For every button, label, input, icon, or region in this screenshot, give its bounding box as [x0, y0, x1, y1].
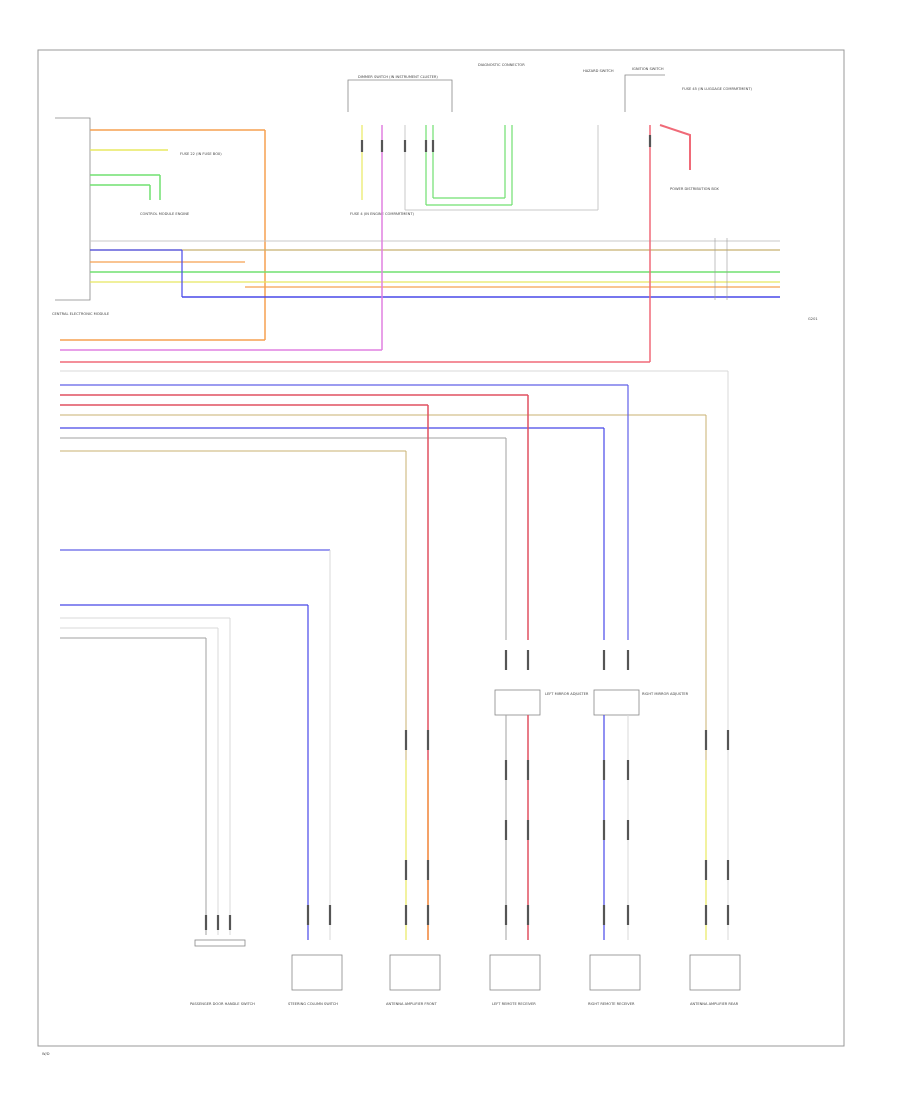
control-module-label: CONTROL MODULE ENGINE: [140, 212, 190, 216]
connector-markers: [204, 135, 730, 930]
receiver-right-label: RIGHT REMOTE RECEIVER: [588, 1002, 635, 1006]
diagram-frame: [37, 49, 845, 1047]
receiver-right-box: [589, 954, 641, 991]
receiver-left-box: [489, 954, 541, 991]
module-left-label: CENTRAL ELECTRONIC MODULE: [52, 312, 110, 316]
steering-switch-label: STEERING COLUMN SWITCH: [288, 1002, 338, 1006]
door-handle-label: PASSENGER DOOR HANDLE SWITCH: [190, 1002, 255, 1006]
receiver-left-label: LEFT REMOTE RECEIVER: [492, 1002, 536, 1006]
door-handle-box: [194, 939, 246, 947]
connector-top-label: DIAGNOSTIC CONNECTOR: [478, 63, 525, 67]
footer-code: W/D: [42, 1052, 50, 1056]
antenna-front-label: ANTENNA AMPLIFIER FRONT: [386, 1002, 437, 1006]
antenna-rear-label: ANTENNA AMPLIFIER REAR: [690, 1002, 739, 1006]
power-distribution-label: POWER DISTRIBUTION BOX: [670, 187, 719, 191]
right-receiver-mid-box: [593, 689, 640, 716]
ignition-switch-label: IGNITION SWITCH: [632, 67, 664, 71]
fuse-left-label: FUSE 22 (IN FUSE BOX): [180, 152, 222, 156]
ground-right-label: G201: [808, 317, 818, 321]
module-left-box: [55, 117, 91, 301]
antenna-rear-box: [689, 954, 741, 991]
top-bracket: [347, 79, 453, 112]
ignition-bracket: [624, 74, 665, 112]
fuse-right-label: FUSE 45 (IN LUGGAGE COMPARTMENT): [682, 87, 753, 91]
mirror-right-label: RIGHT MIRROR ADJUSTER: [642, 692, 689, 696]
mirror-left-label: LEFT MIRROR ADJUSTER: [545, 692, 589, 696]
top-bracket-label: DIMMER SWITCH (IN INSTRUMENT CLUSTER): [358, 75, 438, 79]
left-receiver-mid-box: [494, 689, 541, 716]
steering-switch-box: [291, 954, 343, 991]
hazard-switch-label: HAZARD SWITCH: [583, 69, 614, 73]
antenna-front-box: [389, 954, 441, 991]
